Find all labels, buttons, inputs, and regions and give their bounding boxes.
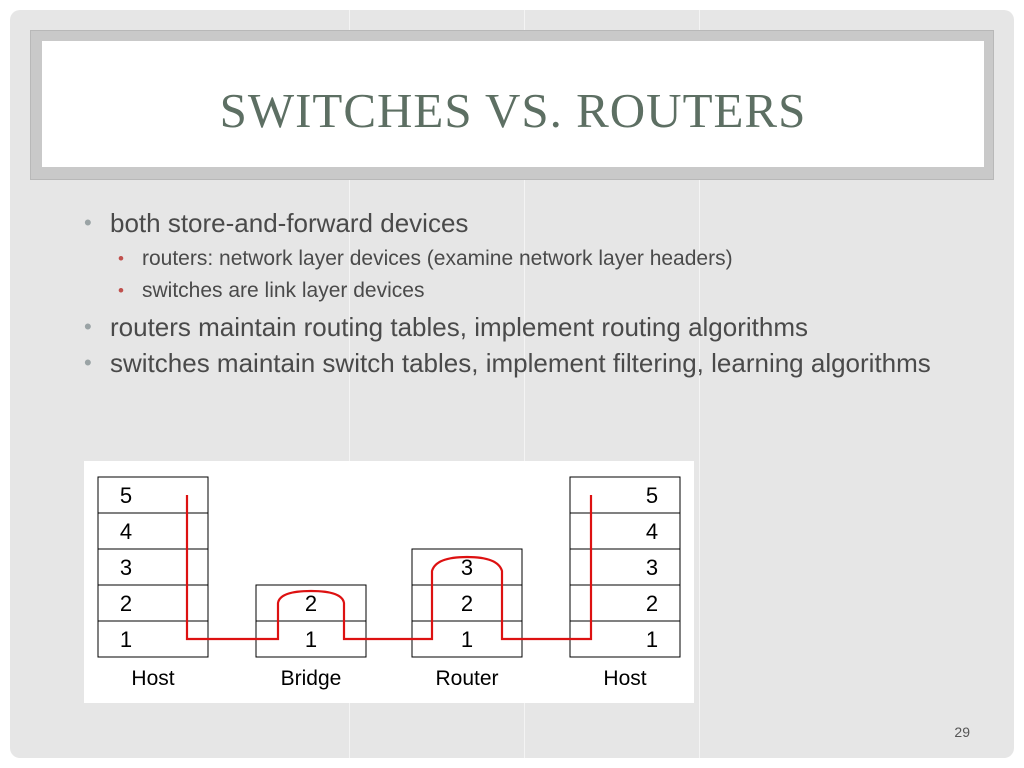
bullet-text: both store-and-forward devices — [110, 208, 469, 238]
layer-label: 2 — [120, 591, 132, 616]
layer-label: 1 — [120, 627, 132, 652]
layer-label: 1 — [305, 627, 317, 652]
bullet-item: • switches maintain switch tables, imple… — [80, 347, 960, 379]
device-label: Router — [435, 667, 498, 690]
layer-label: 3 — [461, 555, 473, 580]
device-label: Bridge — [281, 667, 342, 690]
layer-cell — [97, 548, 209, 586]
bullet-dot-icon: • — [84, 314, 92, 339]
background-line — [349, 10, 350, 758]
layer-cell — [569, 512, 681, 550]
bullet-list: • both store-and-forward devices • route… — [80, 207, 960, 383]
bullet-dot-icon: • — [84, 210, 92, 235]
layer-label: 5 — [646, 483, 658, 508]
layer-label: 4 — [646, 519, 658, 544]
title-box: SWITCHES VS. ROUTERS — [42, 41, 984, 167]
bullet-dot-icon: • — [84, 350, 92, 375]
layer-label: 5 — [120, 483, 132, 508]
layer-label: 2 — [305, 591, 317, 616]
layer-label: 1 — [646, 627, 658, 652]
data-path-line — [185, 495, 593, 641]
layer-cell — [411, 584, 523, 622]
background-line — [524, 10, 525, 758]
device-label: Host — [131, 667, 174, 690]
layer-cell — [411, 548, 523, 586]
layer-label: 4 — [120, 519, 132, 544]
page-number: 29 — [954, 724, 970, 740]
layer-label: 2 — [646, 591, 658, 616]
sub-bullet-text: switches are link layer devices — [142, 279, 425, 302]
layer-label: 1 — [461, 627, 473, 652]
layer-cell — [97, 476, 209, 514]
layer-label: 3 — [646, 555, 658, 580]
slide: SWITCHES VS. ROUTERS • both store-and-fo… — [10, 10, 1014, 758]
bullet-item: • routers maintain routing tables, imple… — [80, 311, 960, 343]
layer-label: 2 — [461, 591, 473, 616]
sub-bullet-item: • switches are link layer devices — [80, 275, 960, 307]
layer-cell — [569, 476, 681, 514]
bullet-text: switches maintain switch tables, impleme… — [110, 348, 931, 378]
layer-cell — [97, 512, 209, 550]
slide-title: SWITCHES VS. ROUTERS — [219, 83, 807, 138]
sub-bullet-item: • routers: network layer devices (examin… — [80, 243, 960, 275]
bullet-text: routers maintain routing tables, impleme… — [110, 312, 809, 342]
sub-bullet-dot-icon: • — [118, 249, 124, 268]
device-label: Host — [603, 667, 646, 690]
sub-bullet-text: routers: network layer devices (examine … — [142, 247, 733, 270]
layer-cell — [569, 548, 681, 586]
layer-cell — [569, 584, 681, 622]
background-line — [699, 10, 700, 758]
layer-cell — [97, 584, 209, 622]
bullet-item: • both store-and-forward devices — [80, 207, 960, 239]
sub-bullet-dot-icon: • — [118, 281, 124, 300]
layer-label: 3 — [120, 555, 132, 580]
